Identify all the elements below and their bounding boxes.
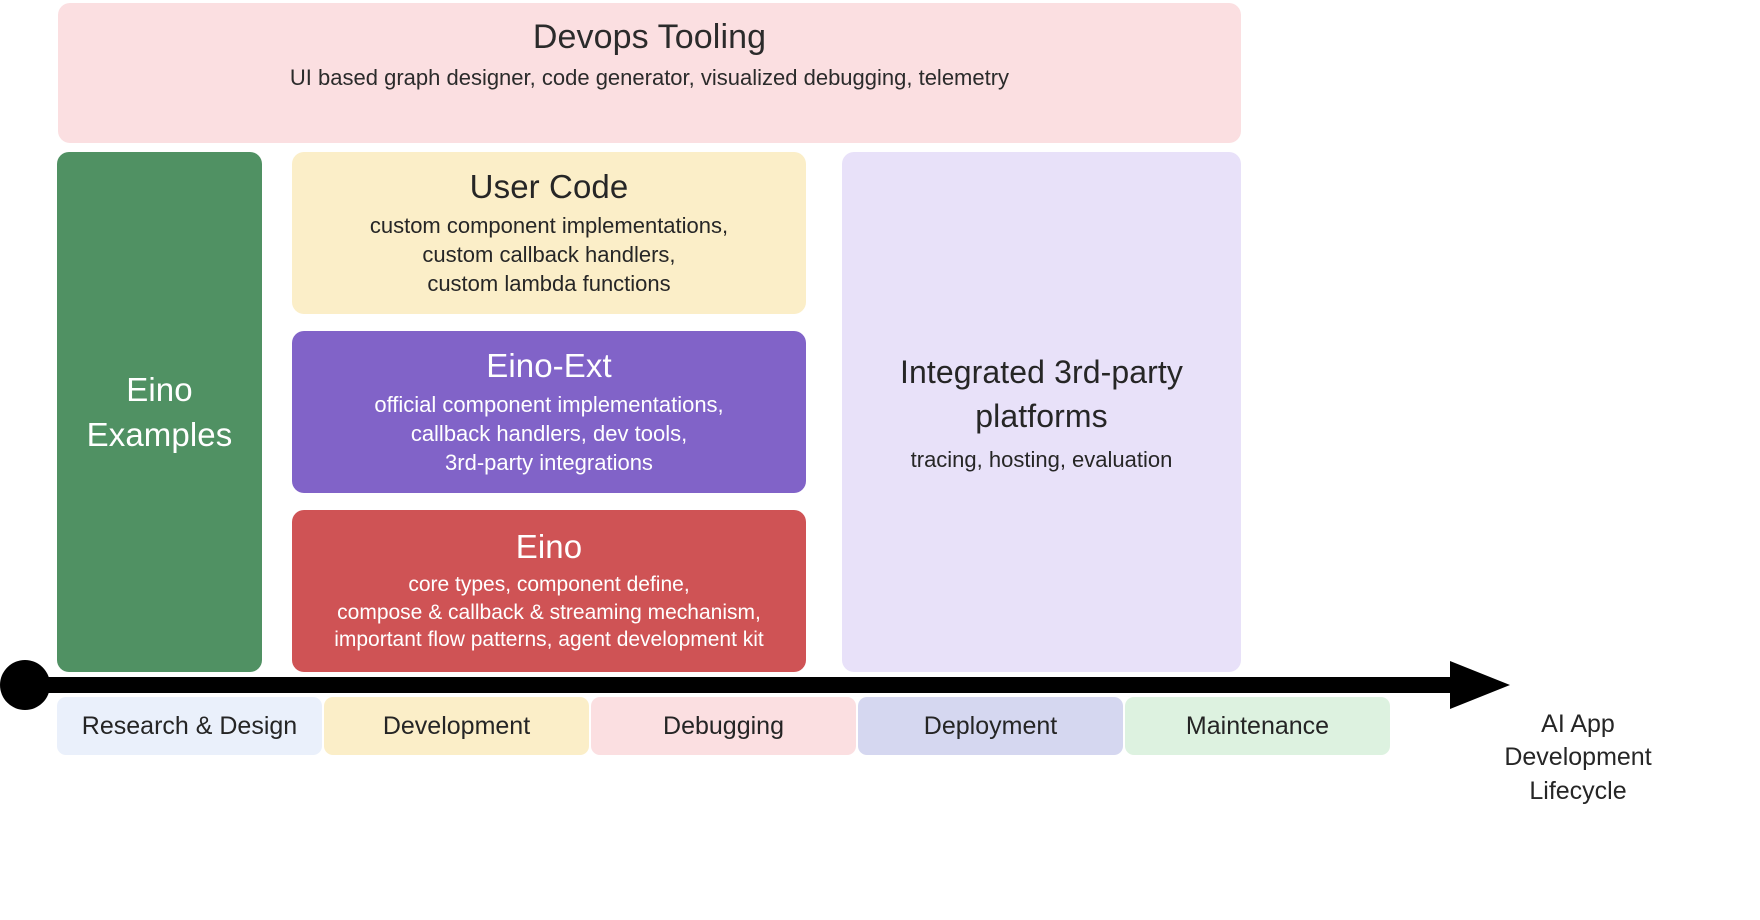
devops-tooling-description: UI based graph designer, code generator,… — [289, 65, 1010, 91]
lifecycle-stage-label: Maintenance — [1185, 711, 1330, 740]
third-party-platforms-description: tracing, hosting, evaluation — [910, 447, 1173, 473]
lifecycle-caption-line-3: Lifecycle — [1529, 776, 1627, 805]
eino-core-desc-line-2: compose & callback & streaming mechanism… — [337, 600, 761, 624]
eino-examples-box: Eino Examples — [57, 152, 262, 672]
user-code-title: User Code — [469, 167, 629, 205]
eino-examples-title: Eino Examples — [71, 367, 248, 457]
eino-ext-description: official component implementations, call… — [374, 390, 723, 478]
lifecycle-stage-label: Deployment — [923, 711, 1058, 740]
lifecycle-stage-label: Research & Design — [81, 711, 298, 740]
eino-ext-desc-line-1: official component implementations, — [374, 391, 724, 417]
lifecycle-stage-1[interactable]: Development — [324, 697, 589, 755]
eino-examples-title-line-2: Examples — [86, 416, 233, 453]
devops-tooling-title: Devops Tooling — [532, 18, 767, 56]
eino-ext-desc-line-2: callback handlers, dev tools, — [410, 420, 688, 446]
user-code-desc-line-1: custom component implementations, — [369, 212, 729, 238]
eino-core-title: Eino — [515, 527, 583, 565]
lifecycle-stage-0[interactable]: Research & Design — [57, 697, 322, 755]
eino-ext-box: Eino-Ext official component implementati… — [292, 331, 806, 493]
third-party-title-line-2: platforms — [975, 398, 1108, 435]
user-code-desc-line-3: custom lambda functions — [427, 271, 671, 297]
user-code-description: custom component implementations, custom… — [370, 211, 728, 299]
lifecycle-stage-4[interactable]: Maintenance — [1125, 697, 1390, 755]
lifecycle-caption-line-2: Development — [1504, 743, 1652, 772]
user-code-box: User Code custom component implementatio… — [292, 152, 806, 314]
eino-core-box: Eino core types, component define, compo… — [292, 510, 806, 672]
eino-core-desc-line-3: important flow patterns, agent developme… — [334, 628, 764, 652]
devops-tooling-box: Devops Tooling UI based graph designer, … — [58, 3, 1241, 143]
lifecycle-stage-label: Debugging — [663, 711, 784, 740]
eino-ext-title: Eino-Ext — [486, 346, 612, 384]
third-party-title-line-1: Integrated 3rd-party — [899, 353, 1184, 390]
lifecycle-caption-line-1: AI App — [1541, 710, 1615, 738]
eino-core-description: core types, component define, compose & … — [334, 571, 764, 655]
eino-core-desc-line-1: core types, component define, — [408, 572, 690, 596]
lifecycle-stage-label: Development — [382, 711, 531, 740]
lifecycle-caption: AI App Development Lifecycle — [1398, 708, 1758, 808]
third-party-platforms-box: Integrated 3rd-party platforms tracing, … — [842, 152, 1241, 672]
user-code-desc-line-2: custom callback handlers, — [422, 241, 676, 267]
eino-ext-desc-line-3: 3rd-party integrations — [445, 450, 653, 476]
lifecycle-stage-2[interactable]: Debugging — [591, 697, 856, 755]
lifecycle-stage-3[interactable]: Deployment — [858, 697, 1123, 755]
third-party-platforms-title: Integrated 3rd-party platforms — [856, 350, 1227, 440]
eino-examples-title-line-1: Eino — [126, 370, 193, 408]
